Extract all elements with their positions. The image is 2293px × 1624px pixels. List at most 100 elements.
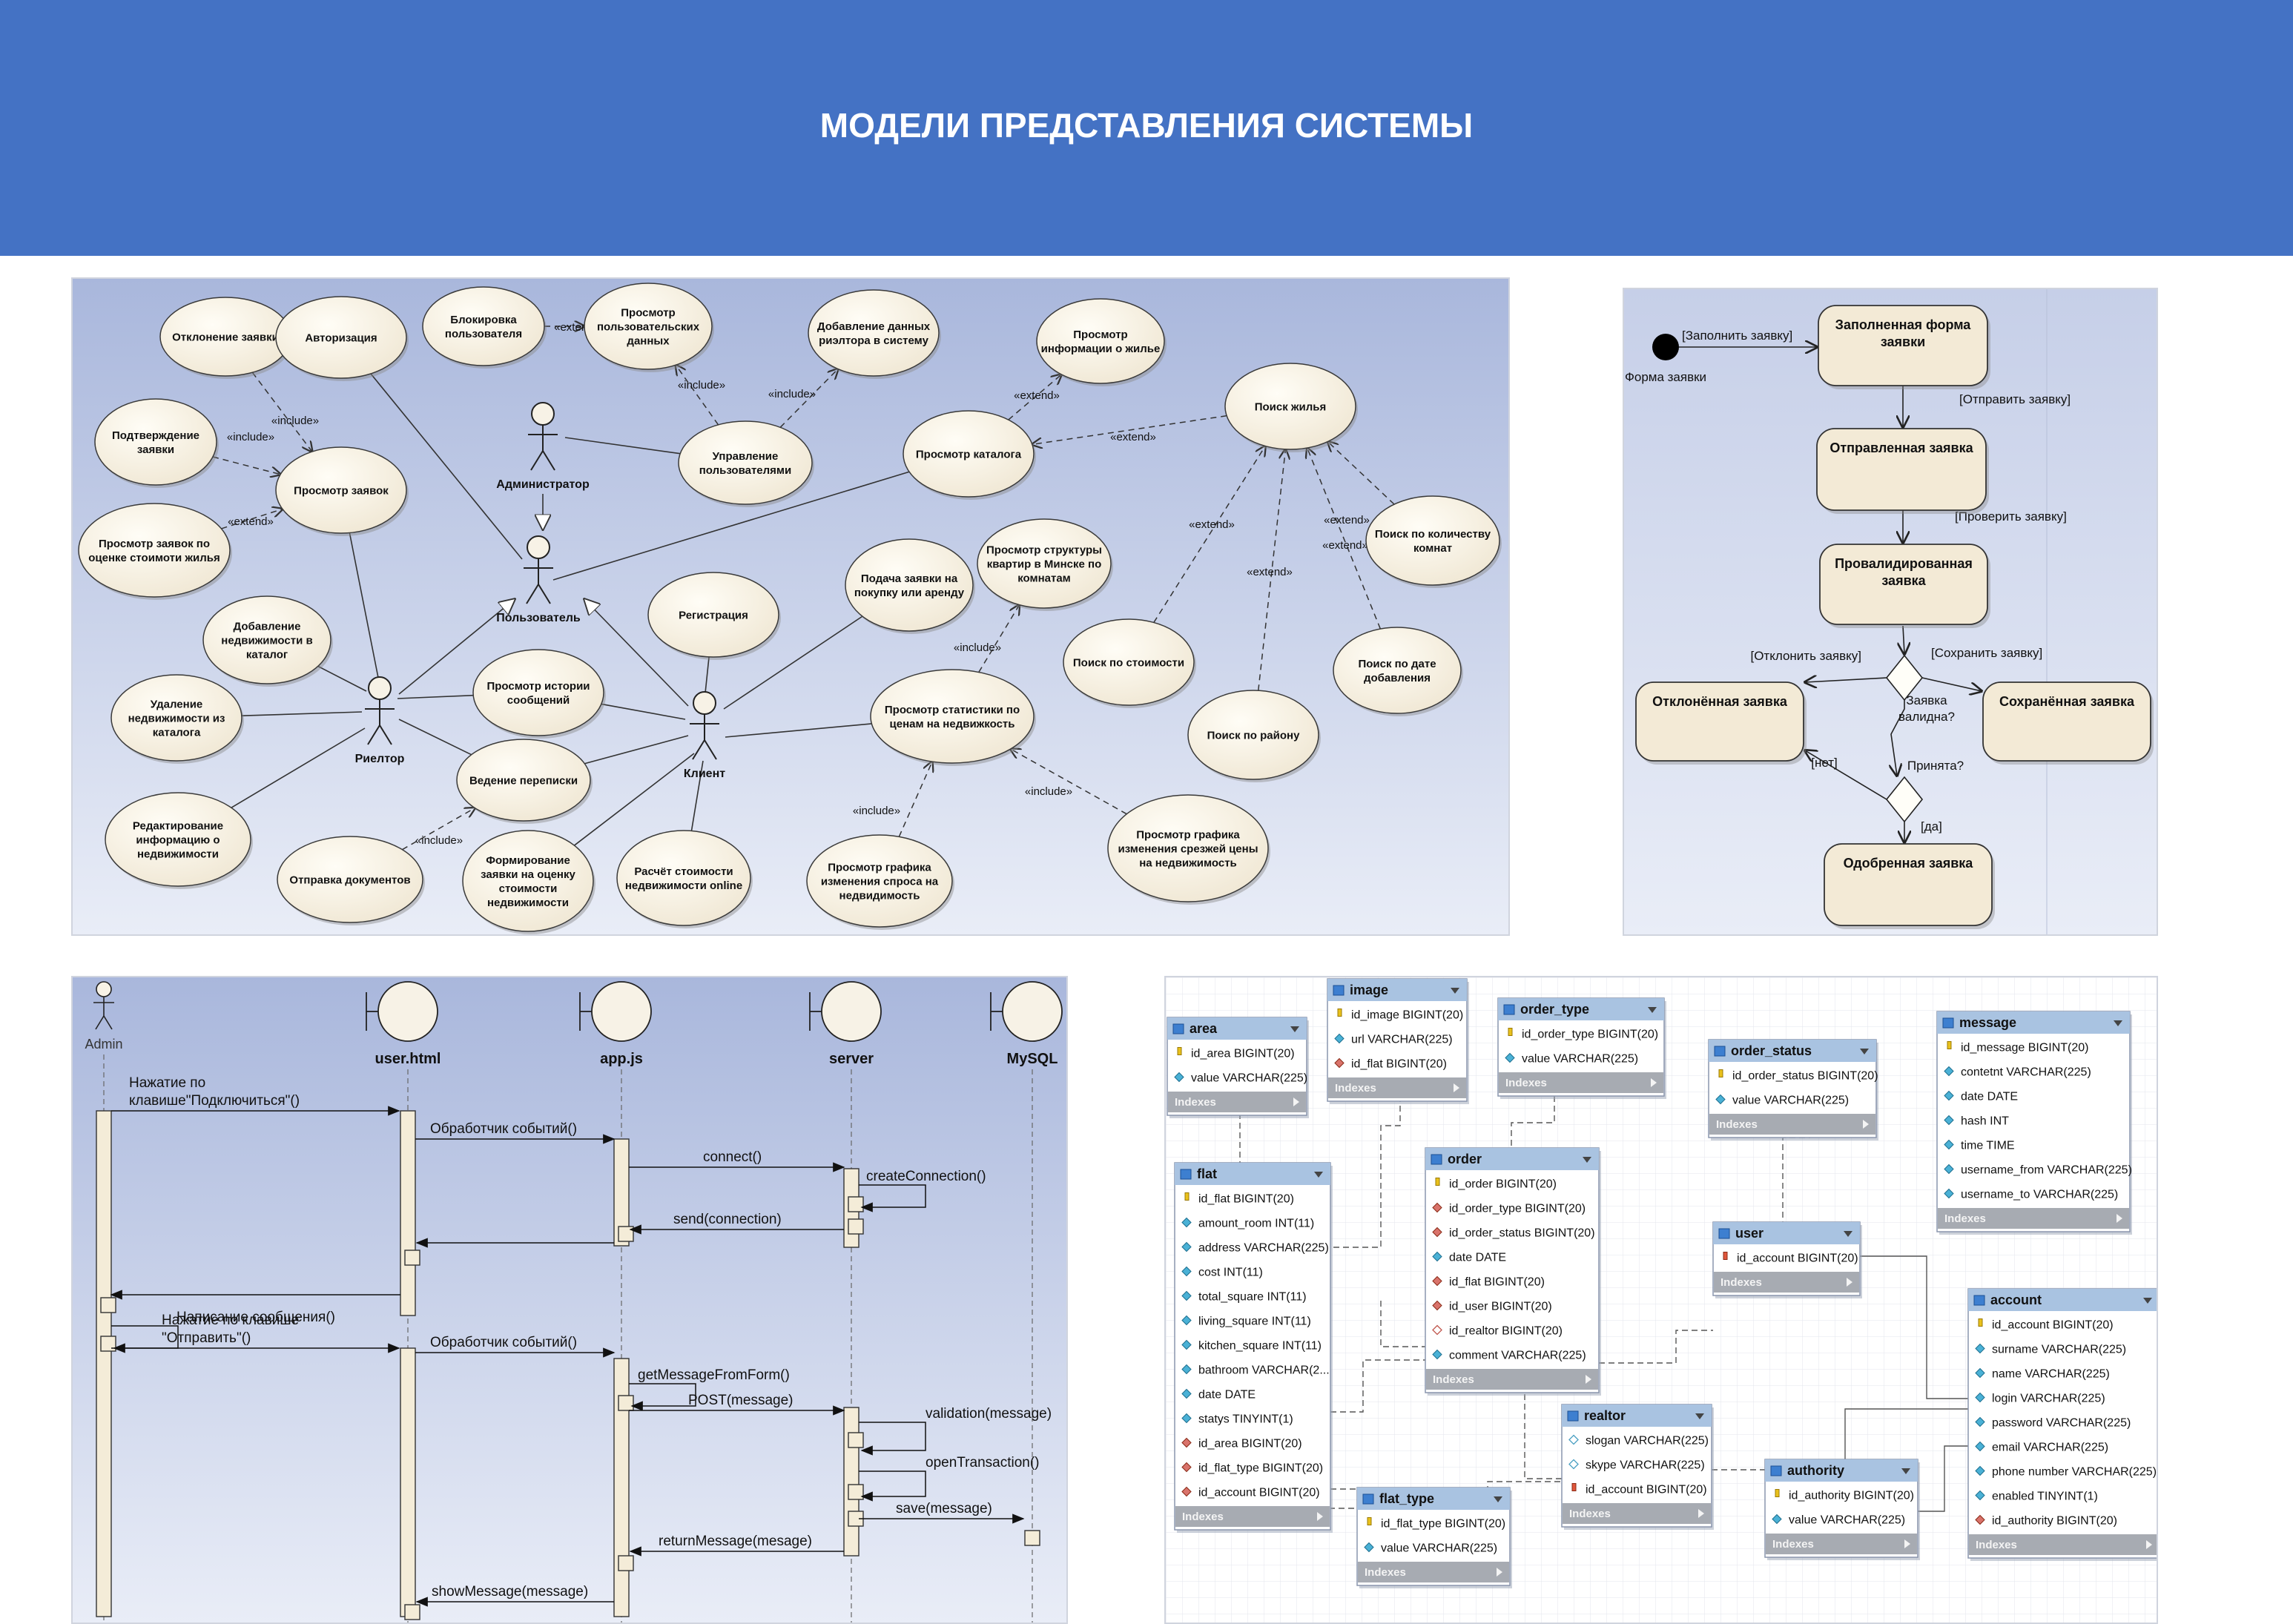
chevron-down-icon[interactable]: [1844, 1231, 1852, 1237]
chevron-right-icon[interactable]: [2117, 1214, 2122, 1223]
column-name: id_order_status BIGINT(20): [1449, 1227, 1595, 1240]
chevron-down-icon[interactable]: [2114, 1020, 2122, 1026]
chevron-right-icon[interactable]: [1904, 1539, 1910, 1548]
chevron-down-icon[interactable]: [1648, 1007, 1657, 1013]
indexes-bar[interactable]: [1168, 1092, 1306, 1112]
column-icon: [1944, 1115, 1954, 1126]
decision-node: [1885, 654, 1924, 702]
indexes-label: Indexes: [1365, 1566, 1406, 1579]
indexes-bar[interactable]: [1714, 1272, 1859, 1293]
chevron-right-icon[interactable]: [1651, 1078, 1657, 1087]
activation-bar: [848, 1484, 864, 1500]
column-name: date DATE: [1449, 1252, 1506, 1264]
chevron-down-icon[interactable]: [1290, 1026, 1299, 1032]
association-line: [370, 373, 523, 560]
column-icon: [1364, 1542, 1374, 1553]
indexes-bar[interactable]: [1175, 1506, 1330, 1527]
transition-label: [да]: [1921, 819, 1942, 834]
column-icon: [1181, 1388, 1192, 1399]
use-case-poisk: Поиск жилья: [1224, 363, 1358, 452]
message-label: validation(message): [926, 1406, 1052, 1422]
primary-key-icon: [1978, 1318, 1983, 1327]
chevron-right-icon[interactable]: [1497, 1568, 1502, 1577]
indexes-bar[interactable]: [1709, 1114, 1875, 1135]
column-name: surname VARCHAR(225): [1992, 1344, 2126, 1356]
state-s6: Одобренная заявка: [1824, 843, 1995, 929]
column-name: name VARCHAR(225): [1992, 1368, 2110, 1381]
chevron-down-icon[interactable]: [1901, 1468, 1910, 1474]
foreign-key-icon: [1432, 1300, 1442, 1311]
chevron-down-icon[interactable]: [1695, 1413, 1704, 1419]
include-label: «include»: [271, 415, 319, 427]
chevron-down-icon[interactable]: [1451, 988, 1459, 994]
indexes-bar[interactable]: [1499, 1072, 1663, 1093]
message-label: Обработчик событий(): [430, 1121, 577, 1137]
column-icon: [1181, 1339, 1192, 1350]
chevron-down-icon[interactable]: [1860, 1049, 1869, 1054]
table-name: order_status: [1731, 1043, 1812, 1058]
message-arrow: [859, 1422, 926, 1456]
table-name: image: [1350, 983, 1388, 997]
chevron-right-icon[interactable]: [1293, 1097, 1299, 1106]
column-name: statys TINYINT(1): [1198, 1413, 1293, 1426]
relationship-line: [1524, 1378, 1562, 1479]
column-name: id_order_type BIGINT(20): [1522, 1029, 1658, 1041]
indexes-bar[interactable]: [1766, 1534, 1917, 1554]
decision-label: Принята?: [1907, 759, 1964, 773]
chevron-right-icon[interactable]: [1454, 1083, 1459, 1092]
chevron-down-icon[interactable]: [2143, 1298, 2152, 1304]
chevron-right-icon[interactable]: [1317, 1512, 1323, 1521]
activation-bar: [848, 1432, 864, 1448]
indexes-bar[interactable]: [1938, 1208, 2129, 1229]
generalization-line: [398, 599, 515, 695]
column-icon: [1174, 1072, 1184, 1083]
relationship-line: [1330, 1359, 1425, 1413]
chevron-right-icon[interactable]: [1586, 1375, 1591, 1384]
chevron-right-icon[interactable]: [1863, 1120, 1869, 1129]
indexes-bar[interactable]: [1358, 1562, 1509, 1582]
message-label: save(message): [896, 1501, 992, 1516]
message-label: returnMessage(mesage): [659, 1534, 812, 1549]
message-label: showMessage(message): [432, 1584, 588, 1600]
chevron-right-icon[interactable]: [1698, 1509, 1704, 1518]
column-icon: [1944, 1188, 1954, 1199]
primary-key-icon: [1177, 1047, 1182, 1055]
extend-relation: [1008, 374, 1062, 420]
chevron-down-icon[interactable]: [1494, 1496, 1502, 1502]
use-case-label: Регистрация: [679, 609, 748, 621]
chevron-right-icon[interactable]: [1847, 1278, 1852, 1287]
column-icon: [1944, 1139, 1954, 1150]
chevron-right-icon[interactable]: [2146, 1540, 2152, 1549]
chevron-down-icon[interactable]: [1314, 1172, 1323, 1178]
indexes-bar[interactable]: [1328, 1077, 1466, 1098]
chevron-down-icon[interactable]: [1583, 1157, 1591, 1163]
foreign-key-icon: [1181, 1486, 1192, 1497]
relationship-line: [1380, 1301, 1425, 1347]
table-name: flat: [1197, 1166, 1217, 1181]
association-line: [564, 437, 681, 455]
indexes-bar[interactable]: [1563, 1503, 1711, 1524]
state-s5: Сохранённая заявка: [1982, 681, 2154, 765]
association-line: [349, 532, 380, 686]
lifeline-label: MySQL: [1007, 1051, 1058, 1067]
indexes-bar[interactable]: [1426, 1369, 1598, 1390]
indexes-bar[interactable]: [1969, 1534, 2157, 1555]
column-icon: [1432, 1251, 1442, 1262]
nullable-column-icon: [1568, 1459, 1579, 1470]
include-relation: [1011, 749, 1127, 815]
column-name: value VARCHAR(225): [1522, 1053, 1638, 1066]
relationship-line: [1918, 1445, 1968, 1512]
extend-label: «extend»: [1014, 389, 1060, 402]
